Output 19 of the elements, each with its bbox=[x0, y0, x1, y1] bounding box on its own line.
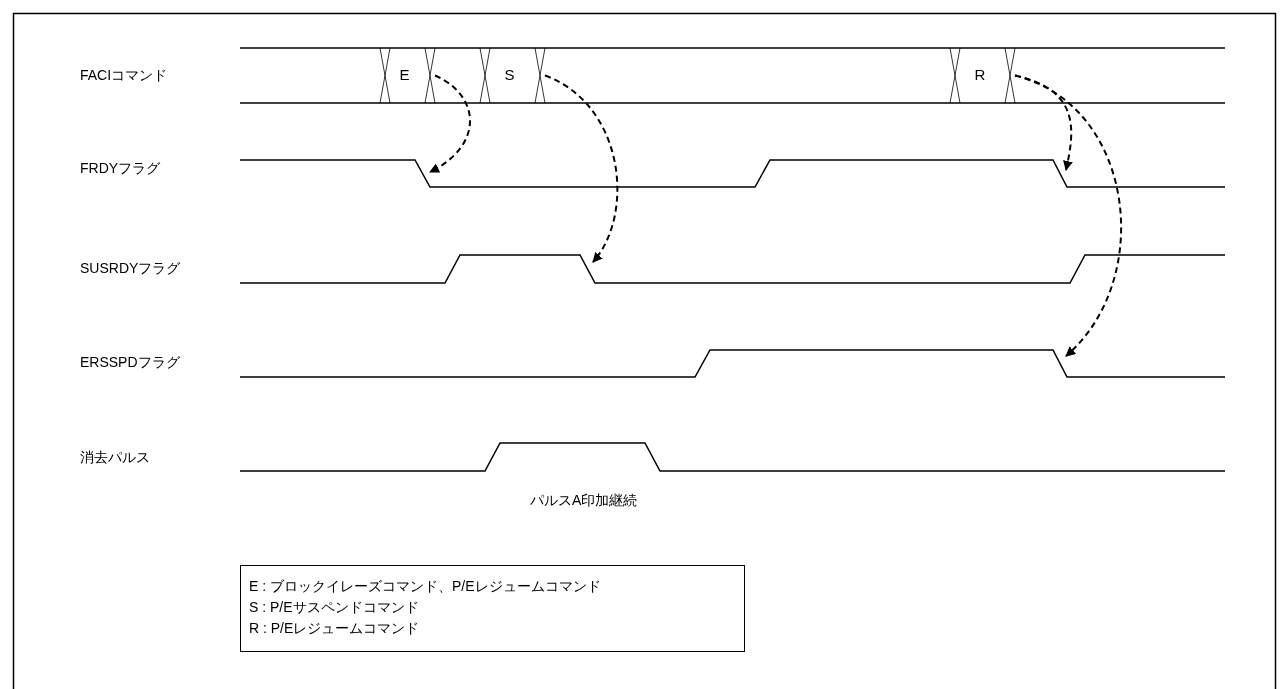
note-line: R : P/Eレジュームコマンド bbox=[249, 619, 420, 638]
command-letter: R bbox=[974, 66, 986, 83]
note-box bbox=[240, 565, 745, 652]
note-line: S : P/Eサスペンドコマンド bbox=[249, 598, 419, 617]
signal-name: FACIコマンド bbox=[80, 67, 168, 83]
signal-name: FRDYフラグ bbox=[80, 160, 161, 176]
pulse-note: パルスA印加継続 bbox=[530, 492, 638, 508]
dashed-arrow bbox=[544, 74, 619, 263]
command-letter: E bbox=[399, 66, 410, 83]
signal-name: ERSSPDフラグ bbox=[80, 354, 180, 370]
bus-segment bbox=[380, 48, 435, 103]
signal-name: SUSRDYフラグ bbox=[80, 260, 181, 276]
dashed-arrow bbox=[1014, 74, 1123, 357]
note-line: E : ブロックイレーズコマンド、P/Eレジュームコマンド bbox=[249, 577, 601, 596]
command-letter: S bbox=[504, 66, 515, 83]
signal-name: 消去パルス bbox=[80, 449, 150, 465]
bus-segment bbox=[480, 48, 545, 103]
bus-segment bbox=[950, 48, 1015, 103]
dashed-arrow bbox=[429, 74, 471, 173]
